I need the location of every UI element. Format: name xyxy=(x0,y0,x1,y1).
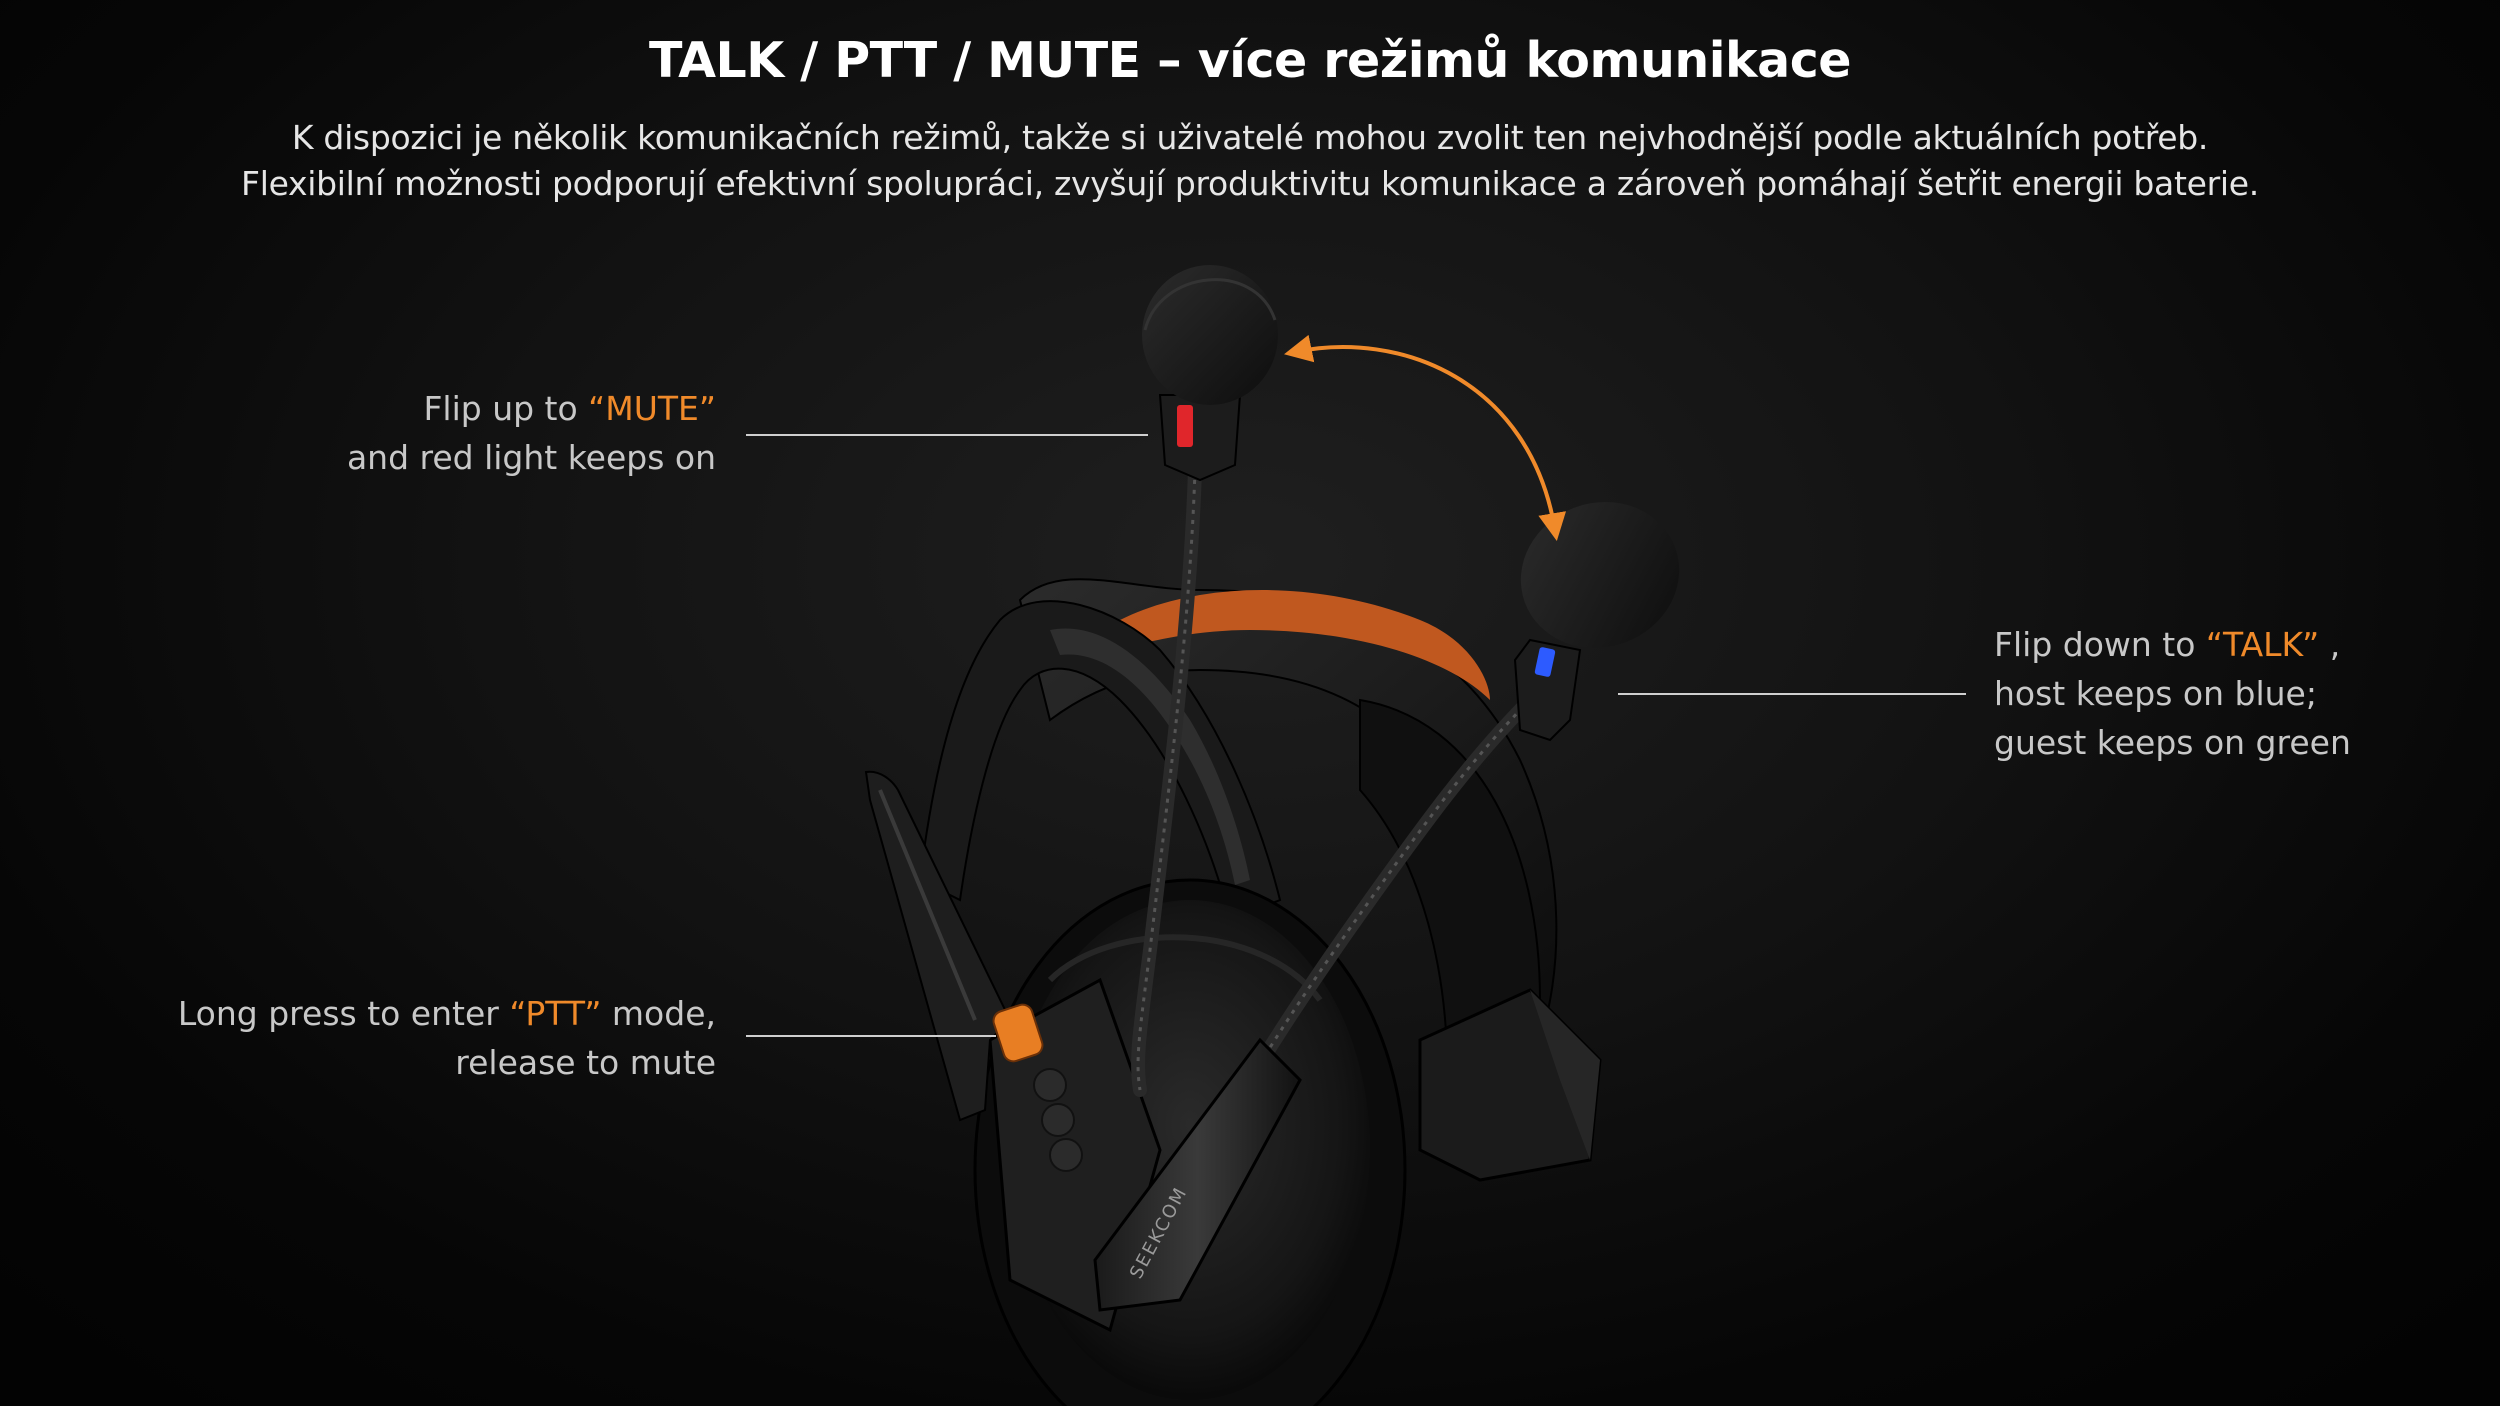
headband-orange-trim xyxy=(1120,590,1490,700)
antenna xyxy=(864,770,1012,1122)
ptt-button-icon xyxy=(992,1003,1044,1063)
talk-mode-label: “TALK” xyxy=(2205,625,2320,664)
ptt-callout-suffix: mode, xyxy=(601,994,716,1033)
mute-callout-line-1: Flip up to “MUTE” xyxy=(347,384,716,433)
mute-callout-prefix: Flip up to xyxy=(423,389,589,428)
ptt-mode-label: “PTT” xyxy=(509,994,602,1033)
talk-callout-line-1: Flip down to “TALK” , xyxy=(1994,620,2351,669)
mute-light-red xyxy=(1177,405,1193,447)
foam-windscreen-mute xyxy=(1142,265,1278,405)
ptt-callout-prefix: Long press to enter xyxy=(177,994,510,1033)
page-subtitle-line-2: Flexibilní možnosti podporují efektivní … xyxy=(241,164,2259,203)
mute-mode-label: “MUTE” xyxy=(588,389,716,428)
mic-arm-talk xyxy=(1243,693,1537,1087)
mute-callout: Flip up to “MUTE” and red light keeps on xyxy=(347,384,716,482)
ptt-callout-line-1: Long press to enter “PTT” mode, xyxy=(178,989,716,1038)
talk-callout-line-3: guest keeps on green xyxy=(1994,723,2351,762)
talk-callout-suffix: , xyxy=(2319,625,2341,664)
curved-double-arrow-icon xyxy=(1284,334,1567,542)
talk-callout-line-2: host keeps on blue; xyxy=(1994,674,2317,713)
talk-callout-prefix: Flip down to xyxy=(1994,625,2206,664)
mic-capsule-talk xyxy=(1513,638,1582,742)
mic-boom-base xyxy=(1093,1037,1302,1312)
ptt-callout: Long press to enter “PTT” mode, release … xyxy=(178,989,716,1087)
mic-capsule-mute xyxy=(1158,394,1242,482)
ptt-callout-line-2: release to mute xyxy=(455,1043,716,1082)
page-title: TALK / PTT / MUTE – více režimů komunika… xyxy=(649,32,1852,89)
talk-callout: Flip down to “TALK” , host keeps on blue… xyxy=(1994,620,2351,767)
mute-callout-line-2: and red light keeps on xyxy=(346,438,716,477)
talk-light-blue xyxy=(1534,647,1556,677)
page-subtitle-line-1: K dispozici je několik komunikačních rež… xyxy=(291,118,2209,157)
